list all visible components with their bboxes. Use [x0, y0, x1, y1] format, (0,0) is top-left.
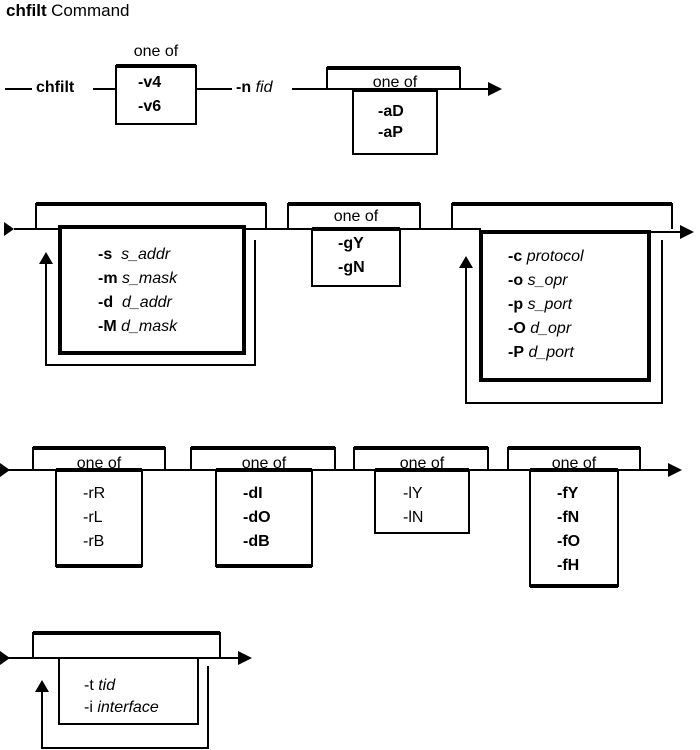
option-gY: -gY: [338, 235, 364, 252]
option-aD: -aD: [378, 103, 404, 120]
line2-entry-arrow: [4, 222, 14, 236]
line3-d-options: -dI -dO -dB: [243, 482, 271, 554]
line4-repeat-loop: [41, 666, 209, 749]
line4-t-box: [58, 657, 199, 725]
n-flag: -n: [236, 79, 252, 96]
option-fH: -fH: [557, 557, 580, 574]
line4-exit-arrow: [238, 651, 252, 665]
line3-l-caption: one of: [399, 455, 445, 472]
line3-r-caption: one of: [76, 455, 122, 472]
proto-option: -c protocol: [508, 248, 584, 265]
line3-f-caption: one of: [551, 455, 597, 472]
option-rL: -rL: [83, 509, 103, 526]
line4-repeat-arrow: [35, 680, 49, 692]
option-gN: -gN: [338, 259, 365, 276]
line3-d-caption: one of: [241, 455, 287, 472]
line3-f-options: -fY -fN -fO -fH: [557, 482, 580, 578]
proto-option: -p s_port: [508, 296, 573, 313]
option-rB: -rB: [83, 533, 105, 550]
proto-option: -o s_opr: [508, 272, 568, 289]
line1-group1-options: -v4 -v6: [138, 71, 161, 119]
addr-option: -s s_addr: [98, 246, 171, 263]
line1-n-param: -n fid: [236, 79, 272, 97]
title-command: chfilt: [6, 1, 47, 20]
line1-start-label: chfilt: [36, 79, 75, 96]
line2-proto-bypass: [451, 203, 673, 229]
option-rR: -rR: [83, 485, 106, 502]
line4-bypass: [32, 632, 221, 658]
line3-l-options: -lY -lN: [403, 482, 423, 530]
addr-option: -d d_addr: [98, 294, 172, 311]
page-title: chfilt Command: [6, 2, 129, 21]
title-word: Command: [51, 1, 130, 20]
line2-addr-options: -s s_addr -m s_mask -d d_addr -M d_mask: [98, 243, 177, 339]
option-aP: -aP: [378, 124, 403, 141]
line2-g-options: -gY -gN: [338, 232, 365, 280]
line2-proto-options: -c protocol -o s_opr -p s_port -O d_opr …: [508, 245, 584, 365]
line2-exit-arrow: [680, 225, 694, 239]
option-v4: -v4: [138, 74, 162, 91]
option-lY: -lY: [403, 485, 423, 502]
line2-proto-repeat-arrow: [459, 256, 473, 268]
n-arg: fid: [255, 79, 273, 96]
option-fO: -fO: [557, 533, 581, 550]
line3-r-options: -rR -rL -rB: [83, 482, 105, 554]
line1-group2-options: -aD -aP: [378, 101, 404, 143]
line2-proto-repeat-loop: [465, 240, 663, 404]
line2-addr-repeat-arrow: [39, 252, 53, 264]
addr-option: -m s_mask: [98, 270, 178, 287]
option-fY: -fY: [557, 485, 579, 502]
line2-addr-repeat-loop: [45, 240, 256, 366]
addr-option: -M d_mask: [98, 318, 178, 335]
t-option: -i interface: [84, 699, 159, 716]
t-option: -t tid: [84, 677, 116, 694]
option-v6: -v6: [138, 98, 162, 115]
line1-group2-caption: one of: [372, 74, 418, 91]
option-dB: -dB: [243, 533, 270, 550]
line4-t-options: -t tid -i interface: [84, 675, 159, 719]
proto-option: -O d_opr: [508, 320, 572, 337]
line4-entry-arrow: [0, 651, 10, 665]
line3-entry-arrow: [0, 463, 10, 477]
line2-g-caption: one of: [333, 208, 379, 225]
option-dO: -dO: [243, 509, 271, 526]
line1-group1-caption: one of: [133, 43, 179, 60]
proto-option: -P d_port: [508, 344, 574, 361]
option-dI: -dI: [243, 485, 263, 502]
line3-exit-arrow: [668, 463, 682, 477]
option-lN: -lN: [403, 509, 424, 526]
line1-exit-arrow: [488, 82, 502, 96]
option-fN: -fN: [557, 509, 580, 526]
